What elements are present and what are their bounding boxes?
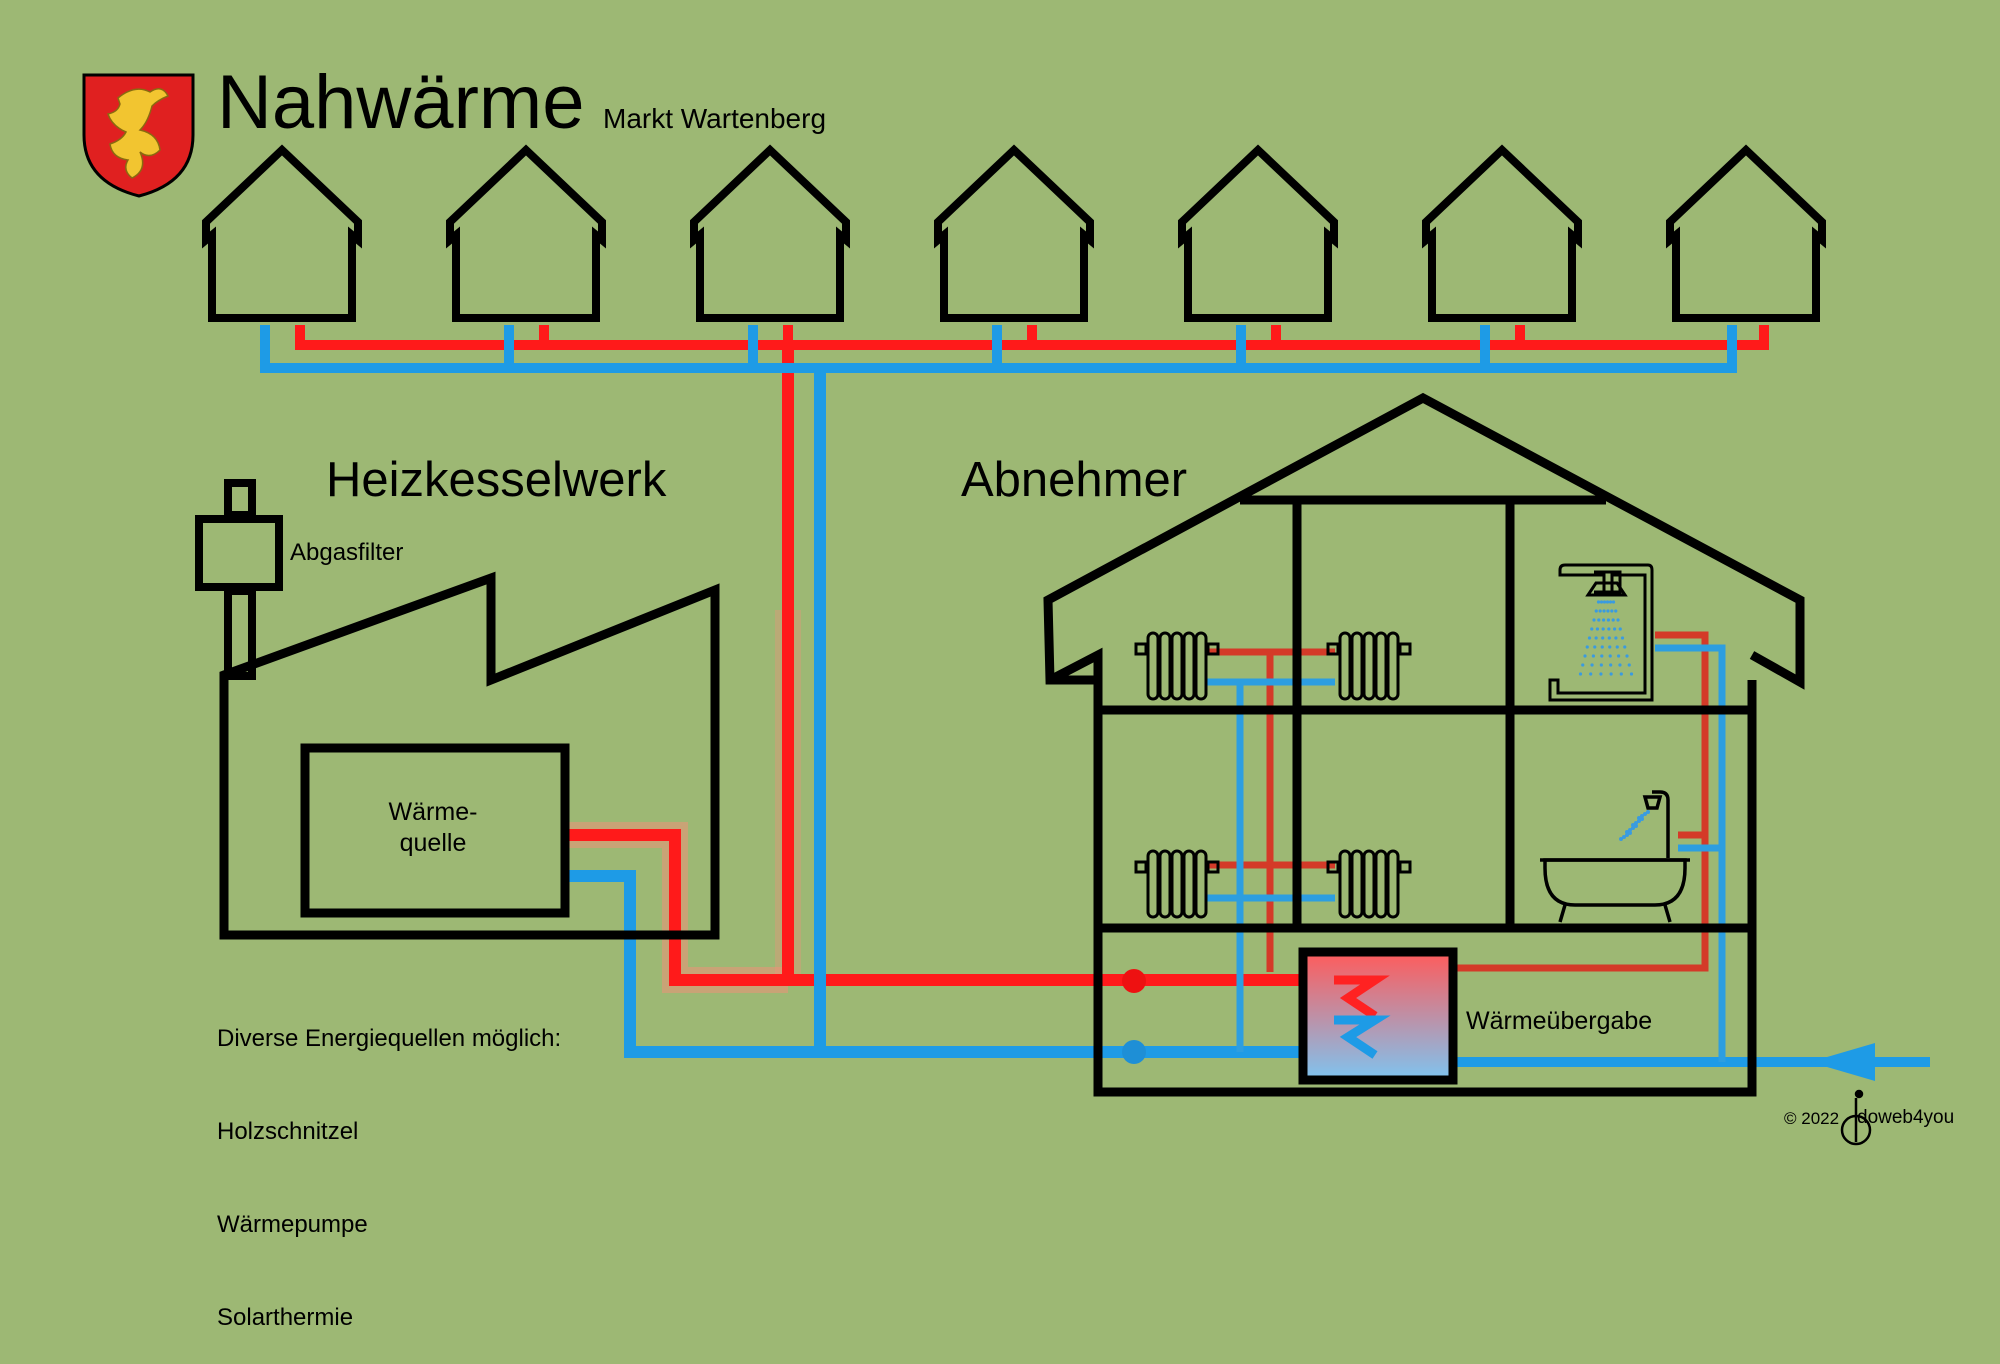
house-icon [1666, 144, 1826, 322]
bathtub-icon [1540, 790, 1690, 923]
bath-water-icon [1619, 810, 1650, 841]
radiator-icon [1134, 631, 1220, 701]
heat-source-label-line1: Wärme- [388, 798, 478, 826]
shower-icon [1548, 563, 1654, 702]
house-icon [446, 144, 606, 322]
shower-water-icon [1578, 600, 1634, 676]
energy-source-item: Wärmepumpe [217, 1211, 368, 1238]
brand-name: doweb4you [1857, 1107, 1955, 1128]
heat-source-label-line2: quelle [399, 829, 467, 857]
energy-sources-heading: Diverse Energiequellen möglich: [217, 1025, 562, 1052]
coat-of-arms-icon [82, 73, 195, 198]
district-heating-diagram: Nahwärme Markt Wartenberg Heizkesselwerk… [82, 60, 1955, 1331]
house-icon [1422, 144, 1582, 322]
energy-sources-list: Diverse Energiequellen möglich: Holzschn… [217, 961, 561, 1364]
energy-source-item: Solarthermie [217, 1304, 354, 1331]
heating-plant [195, 479, 720, 940]
heat-source-label: Wärme-quelle [360, 797, 506, 859]
page-subtitle: Markt Wartenberg [603, 103, 827, 134]
page-title: Nahwärme [217, 60, 585, 145]
house-icon [934, 144, 1094, 322]
energy-source-item: Holzschnitzel [217, 1118, 359, 1145]
heat-transfer-label: Wärmeübergabe [1466, 1007, 1653, 1035]
radiator-icon [1326, 849, 1412, 919]
consumer-building [1043, 392, 1805, 1097]
radiators [1134, 631, 1412, 919]
copyright-text: © 2022 [1784, 1109, 1840, 1128]
plant-label: Heizkesselwerk [326, 453, 667, 507]
heat-exchanger [1298, 947, 1458, 1085]
heat-source-box [300, 743, 570, 918]
house-icon [1178, 144, 1338, 322]
pipe-network [260, 325, 1930, 1081]
consumer-houses [202, 144, 1826, 322]
diagram-canvas [82, 73, 1930, 1146]
house-icon [690, 144, 850, 322]
radiator-icon [1326, 631, 1412, 701]
radiator-icon [1134, 849, 1220, 919]
consumer-label: Abnehmer [961, 453, 1188, 507]
exhaust-filter-label: Abgasfilter [290, 539, 404, 566]
house-icon [202, 144, 362, 322]
brand-logo-icon [1840, 1089, 1872, 1146]
